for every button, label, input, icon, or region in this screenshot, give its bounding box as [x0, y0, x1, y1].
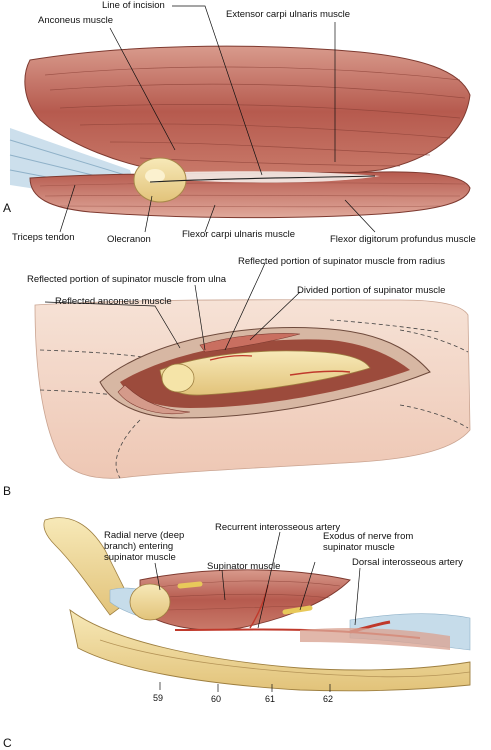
label-radial-nerve: Radial nerve (deep branch) entering supi… — [104, 530, 185, 563]
label-recurrent-interosseous-artery: Recurrent interosseous artery — [215, 522, 341, 533]
label-reflected-supinator-radius: Reflected portion of supinator muscle fr… — [238, 256, 445, 267]
label-flexor-carpi-ulnaris: Flexor carpi ulnaris muscle — [182, 229, 295, 240]
label-triceps-tendon: Triceps tendon — [12, 232, 75, 243]
panel-label-a: A — [3, 201, 12, 215]
label-dorsal-interosseous-artery: Dorsal interosseous artery — [352, 557, 463, 568]
panel-b-leaders — [44, 262, 301, 351]
panel-c-leaders — [154, 531, 361, 692]
label-exodus-of-nerve: Exodus of nerve from supinator muscle — [323, 531, 414, 553]
label-line-of-incision: Line of incision — [102, 0, 165, 11]
scale-number-62: 62 — [323, 694, 334, 704]
scale-number-59: 59 — [153, 693, 164, 703]
scale-number-60: 60 — [211, 694, 222, 704]
panel-b-illustration — [34, 299, 471, 479]
label-reflected-supinator-ulna: Reflected portion of supinator muscle fr… — [27, 274, 227, 285]
scale-number-61: 61 — [265, 694, 276, 704]
label-supinator-muscle: Supinator muscle — [207, 561, 281, 572]
panel-c-illustration — [43, 517, 471, 692]
label-reflected-anconeus: Reflected anconeus muscle — [55, 296, 172, 307]
label-divided-supinator: Divided portion of supinator muscle — [297, 285, 446, 296]
scale-ticks — [159, 682, 331, 692]
label-anconeus-muscle: Anconeus muscle — [38, 15, 113, 26]
panel-a-illustration — [9, 45, 471, 219]
label-flexor-digitorum-profundus: Flexor digitorum profundus muscle — [330, 234, 476, 245]
label-olecranon: Olecranon — [107, 234, 151, 245]
panel-label-c: C — [3, 736, 12, 750]
panel-a-leaders — [59, 5, 376, 233]
panel-label-b: B — [3, 484, 12, 498]
label-extensor-carpi-ulnaris: Extensor carpi ulnaris muscle — [226, 9, 351, 20]
